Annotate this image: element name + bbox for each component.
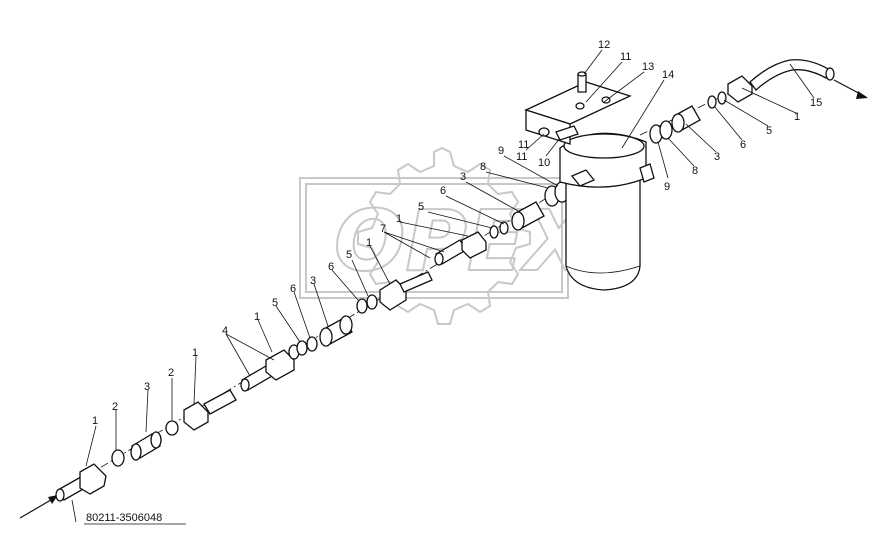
pipe-nut-1f [727, 75, 753, 103]
label-1: 1 [92, 415, 98, 427]
label-4: 4 [222, 325, 228, 337]
ring-2b [165, 420, 179, 436]
label-1: 1 [396, 213, 402, 225]
pipe-nut-1 [55, 463, 107, 502]
label-6: 6 [290, 283, 296, 295]
washers-5-6c [489, 221, 509, 239]
washers-6-5 [356, 294, 378, 314]
ring-2 [111, 449, 125, 467]
label-8: 8 [480, 161, 486, 173]
label-3: 3 [144, 381, 150, 393]
inlet-arrow-icon [19, 495, 58, 519]
label-8: 8 [692, 165, 698, 177]
label-9: 9 [498, 145, 504, 157]
label-12: 12 [598, 39, 610, 51]
part-code-label: 80211-3506048 [86, 512, 162, 524]
pipe-nut-1b [183, 389, 237, 431]
label-11: 11 [620, 51, 631, 63]
pipe-nut-1d [379, 271, 433, 311]
label-1: 1 [254, 311, 260, 323]
outlet-arrow-icon [833, 79, 868, 99]
label-1: 1 [794, 111, 800, 123]
label-1: 1 [366, 237, 372, 249]
label-6: 6 [328, 261, 334, 273]
label-11: 11 [516, 151, 527, 163]
pipe-nut-1e [461, 231, 487, 259]
washers-6-5d [707, 91, 727, 109]
label-2: 2 [112, 401, 118, 413]
label-11: 11 [518, 139, 529, 151]
part-labels: 1 2 3 2 1 4 1 5 6 3 6 5 1 7 1 5 6 3 8 9 … [92, 39, 822, 427]
leader-lines [85, 49, 815, 467]
label-3: 3 [714, 151, 720, 163]
washer-5-6 [296, 336, 318, 356]
label-7: 7 [380, 223, 386, 235]
label-5: 5 [346, 249, 352, 261]
ring-9-8b [649, 120, 673, 144]
filter-housing-14 [559, 132, 655, 291]
label-13: 13 [642, 61, 654, 73]
bolt-10-11 [538, 125, 579, 141]
label-10: 10 [538, 157, 550, 169]
label-14: 14 [662, 69, 674, 81]
label-1: 1 [192, 347, 198, 359]
label-3: 3 [310, 275, 316, 287]
label-3: 3 [460, 171, 466, 183]
adapter-3b [319, 315, 353, 347]
watermark-logo: OPEX [299, 146, 594, 325]
part-code-block: 80211-3506048 [71, 499, 186, 525]
pipe-nut-1c [265, 344, 300, 381]
adapter-3c [511, 201, 545, 231]
adapter-3d [671, 105, 701, 133]
label-6: 6 [440, 185, 446, 197]
label-5: 5 [272, 297, 278, 309]
label-5: 5 [418, 201, 424, 213]
adapter-3 [130, 431, 162, 461]
label-15: 15 [810, 97, 822, 109]
label-6: 6 [740, 139, 746, 151]
bolt-12 [577, 71, 587, 93]
label-9: 9 [664, 181, 670, 193]
label-2: 2 [168, 367, 174, 379]
label-5: 5 [766, 125, 772, 137]
pipe-15 [749, 59, 835, 91]
